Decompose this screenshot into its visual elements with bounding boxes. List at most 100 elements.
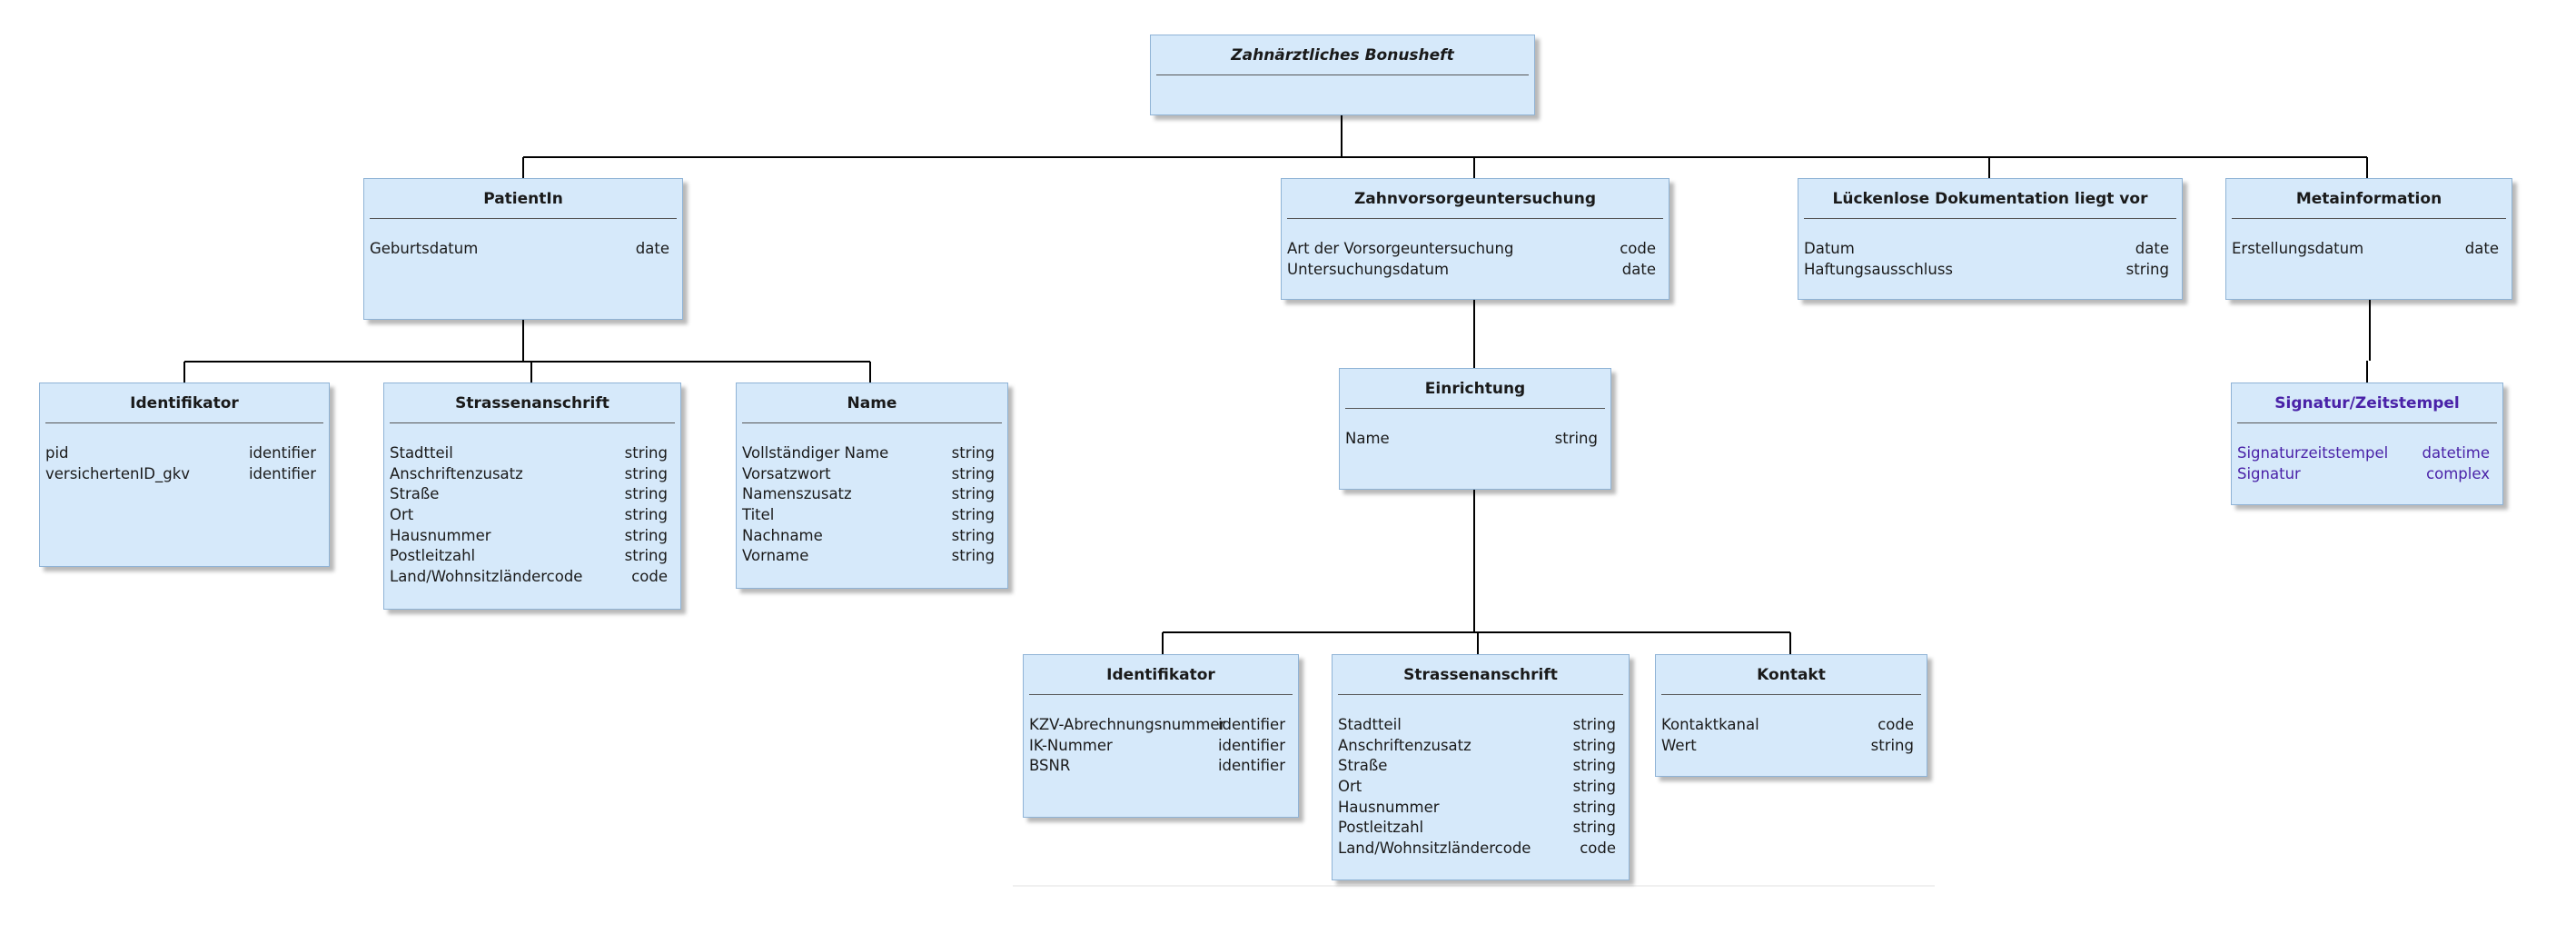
- attribute-name: Postleitzahl: [1338, 819, 1424, 837]
- attribute-row: Vorname string: [742, 546, 995, 567]
- attribute-list: KZV-Abrechnungsnummer identifier IK-Numm…: [1029, 715, 1285, 777]
- attribute-name: Haftungsausschluss: [1804, 260, 1954, 278]
- attribute-type: string: [624, 444, 668, 462]
- attribute-name: pid: [45, 444, 69, 462]
- attribute-name: Kontaktkanal: [1661, 716, 1759, 733]
- attribute-row: Nachname string: [742, 526, 995, 547]
- attribute-name: Stadtteil: [390, 444, 453, 462]
- attribute-row: BSNR identifier: [1029, 756, 1285, 777]
- title-divider: [742, 422, 1002, 423]
- attribute-name: Hausnummer: [1338, 798, 1440, 816]
- attribute-row: Anschriftenzusatz string: [390, 464, 668, 485]
- attribute-row: Titel string: [742, 505, 995, 526]
- attribute-row: Signatur complex: [2237, 464, 2490, 485]
- class-box-zahnvorsorgeuntersuchung[interactable]: Zahnvorsorgeuntersuchung Art der Vorsorg…: [1281, 178, 1669, 300]
- attribute-name: Postleitzahl: [390, 547, 476, 565]
- attribute-row: Straße string: [390, 484, 668, 505]
- attribute-type: string: [1572, 798, 1616, 816]
- title-divider: [390, 422, 675, 423]
- attribute-row: KZV-Abrechnungsnummer identifier: [1029, 715, 1285, 736]
- attribute-type: string: [951, 526, 995, 544]
- class-title: Identifikator: [1106, 666, 1215, 684]
- class-box-patient-name[interactable]: Name Vollständiger Name string Vorsatzwo…: [736, 383, 1008, 589]
- attribute-list: Art der Vorsorgeuntersuchung code Unters…: [1287, 239, 1656, 280]
- attribute-type: identifier: [1217, 736, 1285, 754]
- class-box-metainformation[interactable]: Metainformation Erstellungsdatum date: [2225, 178, 2512, 300]
- attribute-type: date: [635, 240, 669, 257]
- attribute-name: Vorsatzwort: [742, 464, 831, 482]
- attribute-list: Signaturzeitstempel datetime Signatur co…: [2237, 443, 2490, 484]
- attribute-row: Postleitzahl string: [390, 546, 668, 567]
- attribute-name: Vorname: [742, 547, 809, 565]
- attribute-type: string: [1870, 736, 1914, 754]
- attribute-list: Erstellungsdatum date: [2232, 239, 2499, 260]
- attribute-row: Namenszusatz string: [742, 484, 995, 505]
- attribute-row: IK-Nummer identifier: [1029, 736, 1285, 757]
- attribute-name: Straße: [390, 485, 440, 503]
- attribute-type: date: [1621, 260, 1656, 278]
- attribute-row: Vorsatzwort string: [742, 464, 995, 485]
- class-title: Metainformation: [2295, 190, 2442, 208]
- attribute-name: Ort: [390, 506, 414, 524]
- attribute-list: Kontaktkanal code Wert string: [1661, 715, 1914, 756]
- attribute-row: Kontaktkanal code: [1661, 715, 1914, 736]
- title-divider: [2237, 422, 2497, 423]
- attribute-name: Erstellungsdatum: [2232, 240, 2364, 257]
- class-box-patientin[interactable]: PatientIn Geburtsdatum date: [363, 178, 683, 320]
- attribute-type: code: [631, 568, 668, 586]
- attribute-name: Untersuchungsdatum: [1287, 260, 1450, 278]
- attribute-row: Hausnummer string: [1338, 798, 1616, 819]
- attribute-list: Datum date Haftungsausschluss string: [1804, 239, 2169, 280]
- attribute-row: Erstellungsdatum date: [2232, 239, 2499, 260]
- attribute-row: Ort string: [390, 505, 668, 526]
- attribute-name: versichertenID_gkv: [45, 464, 191, 482]
- class-box-patient-strassenanschrift[interactable]: Strassenanschrift Stadtteil string Ansch…: [383, 383, 681, 610]
- attribute-type: string: [951, 547, 995, 565]
- title-divider: [2232, 218, 2506, 219]
- attribute-type: string: [1572, 819, 1616, 837]
- class-title: Lückenlose Dokumentation liegt vor: [1832, 190, 2148, 208]
- class-box-einrichtung-identifikator[interactable]: Identifikator KZV-Abrechnungsnummer iden…: [1023, 654, 1299, 818]
- class-box-einrichtung[interactable]: Einrichtung Name string: [1339, 368, 1611, 490]
- attribute-name: Nachname: [742, 526, 823, 544]
- attribute-row: Haftungsausschluss string: [1804, 260, 2169, 281]
- attribute-name: Wert: [1661, 736, 1697, 754]
- class-box-signatur-zeitstempel[interactable]: Signatur/Zeitstempel Signaturzeitstempel…: [2231, 383, 2503, 505]
- class-box-zahnaerztliches-bonusheft[interactable]: Zahnärztliches Bonusheft: [1150, 35, 1535, 115]
- attribute-type: string: [951, 506, 995, 524]
- attribute-type: string: [2125, 260, 2169, 278]
- attribute-type: code: [1620, 240, 1656, 257]
- attribute-row: versichertenID_gkv identifier: [45, 464, 316, 485]
- class-title: Einrichtung: [1424, 380, 1526, 398]
- attribute-name: BSNR: [1029, 757, 1071, 775]
- attribute-list: Geburtsdatum date: [370, 239, 669, 260]
- attribute-name: IK-Nummer: [1029, 736, 1113, 754]
- attribute-type: code: [1580, 840, 1616, 858]
- class-box-patient-identifikator[interactable]: Identifikator pid identifier versicherte…: [39, 383, 330, 567]
- attribute-row: Postleitzahl string: [1338, 818, 1616, 839]
- attribute-name: Namenszusatz: [742, 485, 852, 503]
- attribute-type: string: [951, 444, 995, 462]
- attribute-row: Straße string: [1338, 756, 1616, 777]
- attribute-type: identifier: [248, 464, 316, 482]
- attribute-name: Ort: [1338, 778, 1362, 796]
- class-box-lueckenlose-dokumentation[interactable]: Lückenlose Dokumentation liegt vor Datum…: [1798, 178, 2183, 300]
- attribute-name: Stadtteil: [1338, 716, 1402, 733]
- attribute-row: Signaturzeitstempel datetime: [2237, 443, 2490, 464]
- attribute-type: identifier: [1217, 716, 1285, 733]
- attribute-row: Wert string: [1661, 736, 1914, 757]
- attribute-name: Art der Vorsorgeuntersuchung: [1287, 240, 1514, 257]
- title-divider: [1345, 408, 1605, 409]
- attribute-list: Name string: [1345, 429, 1598, 450]
- attribute-type: string: [1572, 757, 1616, 775]
- attribute-name: Land/Wohnsitzländercode: [1338, 840, 1531, 858]
- attribute-name: Signaturzeitstempel: [2237, 444, 2389, 462]
- attribute-type: identifier: [1217, 757, 1285, 775]
- class-box-einrichtung-kontakt[interactable]: Kontakt Kontaktkanal code Wert string: [1655, 654, 1927, 777]
- attribute-row: Stadtteil string: [390, 443, 668, 464]
- attribute-type: date: [2135, 240, 2169, 257]
- class-box-einrichtung-strassenanschrift[interactable]: Strassenanschrift Stadtteil string Ansch…: [1332, 654, 1630, 880]
- attribute-row: Datum date: [1804, 239, 2169, 260]
- attribute-row: Geburtsdatum date: [370, 239, 669, 260]
